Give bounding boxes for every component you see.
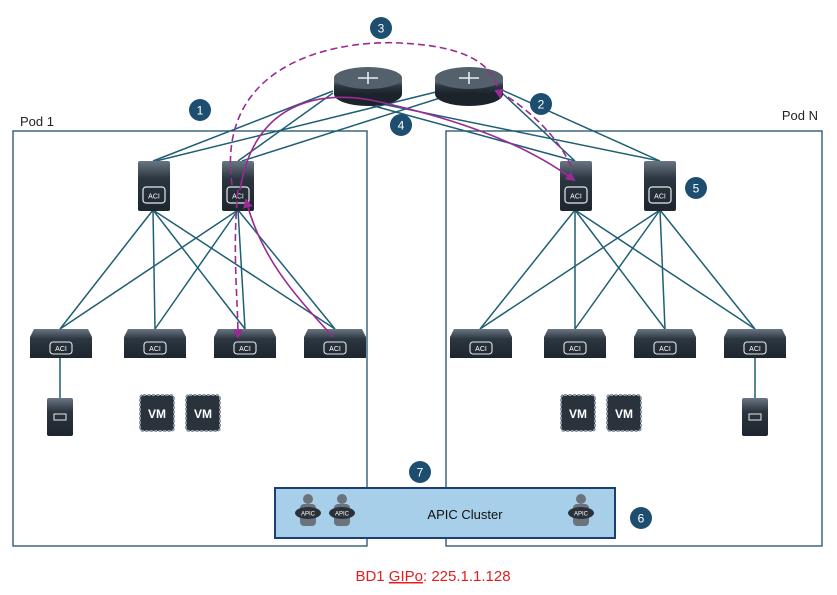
aci-badge: ACI (659, 346, 671, 353)
svg-text:VM: VM (148, 407, 166, 421)
spine-podN-1: ACI (560, 161, 592, 211)
leaf-pod1-1: ACI (30, 329, 92, 358)
svg-text:2: 2 (538, 98, 545, 112)
aci-badge: ACI (148, 194, 160, 201)
leaf-podN-3: ACI (634, 329, 696, 358)
marker-2: 2 (530, 93, 552, 115)
server-icon (742, 398, 768, 436)
aci-badge: ACI (149, 346, 161, 353)
leaf-pod1-3: ACI (214, 329, 276, 358)
ipn-router-2 (435, 67, 503, 106)
svg-text:APIC: APIC (574, 512, 589, 518)
footer-gipo-word: GIPo (389, 568, 423, 585)
leaf-podN-4: ACI (724, 329, 786, 358)
svg-text:4: 4 (398, 119, 405, 133)
aci-badge: ACI (654, 194, 666, 201)
spine-pod1-1: ACI (138, 161, 170, 211)
leaf-pod1-2: ACI (124, 329, 186, 358)
server-icon (47, 398, 73, 436)
aci-badge: ACI (239, 346, 251, 353)
vm-icon: VM (560, 394, 596, 432)
marker-1: 1 (189, 99, 211, 121)
marker-6: 6 (630, 507, 652, 529)
footer-gipo: BD1 GIPo: 225.1.1.128 (355, 568, 510, 585)
router-arrows-icon (459, 72, 479, 84)
svg-text:6: 6 (638, 512, 645, 526)
aci-badge: ACI (55, 346, 67, 353)
multicast-paths (229, 41, 576, 339)
apic-cluster-title: APIC Cluster (427, 507, 503, 522)
aci-badge: ACI (569, 346, 581, 353)
leaf-pod1-4: ACI (304, 329, 366, 358)
svg-text:3: 3 (378, 22, 385, 36)
links (59, 89, 756, 398)
vm-icon: VM (606, 394, 642, 432)
svg-text:5: 5 (693, 182, 700, 196)
footer-suffix: : 225.1.1.128 (423, 568, 511, 585)
apic-node-icon: APIC (568, 494, 594, 526)
apic-node-icon: APIC (329, 494, 355, 526)
apic-node-icon: APIC (295, 494, 321, 526)
marker-7: 7 (409, 461, 431, 483)
svg-text:APIC: APIC (301, 512, 316, 518)
svg-text:1: 1 (197, 104, 204, 118)
aci-badge: ACI (749, 346, 761, 353)
aci-badge: ACI (475, 346, 487, 353)
podN-box (445, 130, 823, 547)
spine-pod1-2: ACI (222, 161, 254, 211)
svg-text:APIC: APIC (335, 512, 350, 518)
pod1-label: Pod 1 (20, 114, 54, 129)
footer-prefix: BD1 (355, 568, 388, 585)
marker-5: 5 (685, 177, 707, 199)
spine-podN-2: ACI (644, 161, 676, 211)
svg-text:VM: VM (569, 407, 587, 421)
pod1-box (12, 130, 368, 547)
router-arrows-icon (358, 72, 378, 84)
leaf-podN-2: ACI (544, 329, 606, 358)
svg-text:VM: VM (194, 407, 212, 421)
aci-badge: ACI (329, 346, 341, 353)
vm-icon: VM (139, 394, 175, 432)
svg-text:7: 7 (417, 466, 424, 480)
marker-3: 3 (370, 17, 392, 39)
vm-icon: VM (185, 394, 221, 432)
marker-4: 4 (390, 114, 412, 136)
aci-badge: ACI (570, 194, 582, 201)
svg-text:VM: VM (615, 407, 633, 421)
podN-label: Pod N (782, 108, 818, 123)
leaf-podN-1: ACI (450, 329, 512, 358)
ipn-router-1 (334, 67, 402, 106)
apic-cluster: APIC Cluster APIC APIC APIC (274, 487, 616, 539)
